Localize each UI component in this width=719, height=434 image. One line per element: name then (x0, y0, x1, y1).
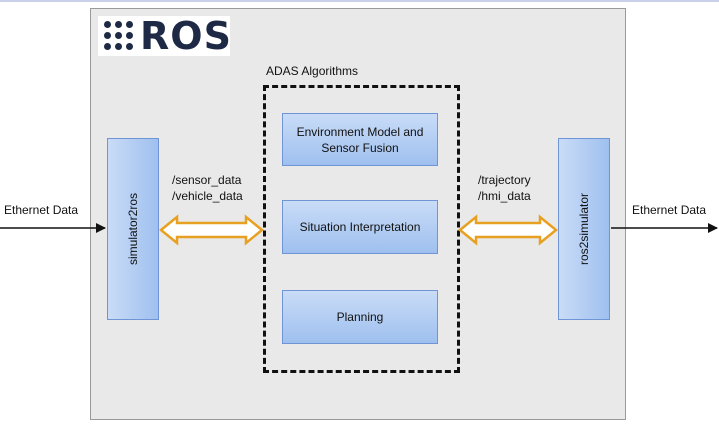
topic-sensor-data: /sensor_data (172, 173, 242, 187)
planning-block: Planning (282, 290, 438, 344)
ethernet-in-label: Ethernet Data (4, 203, 79, 217)
ros-logo-text: ROS (140, 14, 232, 58)
ros2simulator-node: ros2simulator (558, 138, 610, 320)
adas-algorithms-group (263, 85, 460, 373)
environment-model-line2: Sensor Fusion (321, 140, 399, 155)
top-rule (0, 0, 719, 2)
situation-interpretation-block: Situation Interpretation (282, 200, 438, 254)
topic-hmi-data: /hmi_data (478, 189, 531, 203)
topic-trajectory: /trajectory (478, 173, 531, 187)
right-double-arrow (458, 214, 558, 246)
environment-model-block: Environment Model and Sensor Fusion (282, 113, 438, 166)
environment-model-line1: Environment Model and (296, 124, 424, 139)
planning-label: Planning (336, 310, 384, 324)
output-topics: /trajectory /hmi_data (478, 172, 531, 204)
situation-interpretation-label: Situation Interpretation (299, 220, 421, 234)
ethernet-out-label: Ethernet Data (632, 203, 707, 217)
ros-logo-dots-icon (104, 21, 134, 51)
topic-vehicle-data: /vehicle_data (172, 189, 243, 203)
left-double-arrow (159, 214, 264, 246)
adas-algorithms-label: ADAS Algorithms (266, 64, 359, 78)
ros-logo: ROS (98, 14, 232, 58)
simulator2ros-node: simulator2ros (107, 138, 159, 320)
input-topics: /sensor_data /vehicle_data (172, 172, 243, 204)
